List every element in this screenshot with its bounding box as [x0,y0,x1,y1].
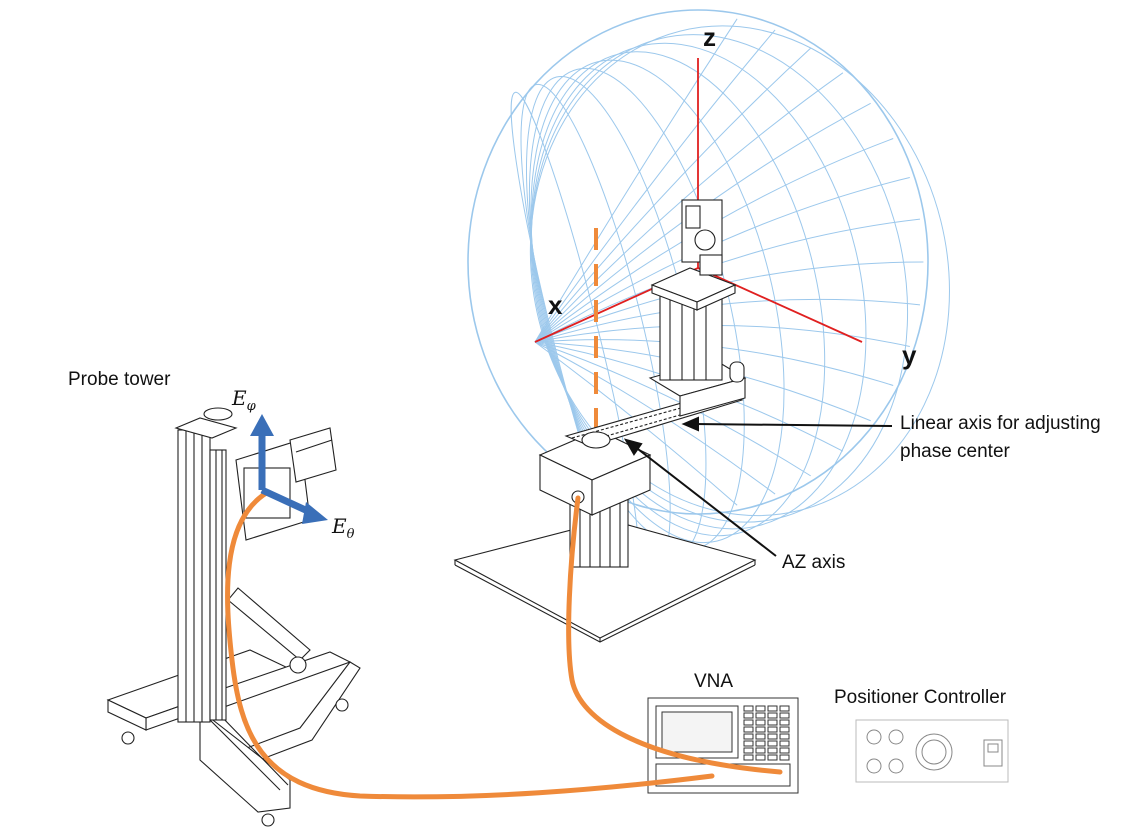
vna-key [743,747,754,754]
vna-label: VNA [694,671,734,692]
e-phi-arrowhead [250,414,274,436]
probe-tower-label: Probe tower [68,369,171,390]
vna-key [767,754,778,761]
y-axis-line [697,267,863,343]
z-axis-label: z [703,22,716,52]
vna-key [767,747,778,754]
vna-key [779,747,790,754]
vna-key [767,705,778,712]
vna-key [755,754,766,761]
sphere-parallel [534,218,921,343]
x-axis-label: x [548,290,563,320]
e-theta-subscript: θ [346,527,355,542]
vna-instrument [647,697,799,794]
probe-tower [106,407,361,827]
vna-key [779,740,790,747]
e-theta-arrow-shaft [260,486,314,517]
vna-key [755,712,766,719]
vna-key [779,726,790,733]
positioner [453,199,757,643]
vna-key [779,719,790,726]
e-theta-arrowhead [302,502,328,524]
linear-axis-label-line2: phase center [900,441,1010,462]
vna-key [755,733,766,740]
sphere-parallel [534,341,811,477]
vna-key [767,740,778,747]
vna-key [743,719,754,726]
rf-cables [225,489,783,800]
linear-axis-leader [693,423,893,427]
positioner-controller-label: Positioner Controller [834,687,1007,708]
sphere-meridian [530,34,909,523]
vna-key [779,733,790,740]
vna-key [767,733,778,740]
leader-lines [623,416,893,557]
e-phi-base: E [232,386,247,410]
e-phi-subscript: φ [246,399,256,414]
sphere-meridian [529,25,950,517]
vna-key [755,705,766,712]
vna-key [743,712,754,719]
vna-key [755,740,766,747]
az-axis-leader [633,445,777,557]
vna-key [743,740,754,747]
az-axis-label: AZ axis [782,552,846,573]
vna-key [743,726,754,733]
e-theta-base: E [332,514,347,538]
vna-key [755,726,766,733]
cable-positioner-to-vna [566,495,783,775]
sphere-meridian [530,42,867,530]
cable-probe-to-vna [225,489,715,800]
vna-key [767,712,778,719]
linear-axis-label-line1: Linear axis for adjusting [900,413,1101,434]
vna-key [755,747,766,754]
sphere-parallel [534,72,844,343]
sphere-parallel [534,298,921,343]
sphere-parallel [534,18,738,343]
y-axis-label: y [902,340,917,370]
vna-key [743,733,754,740]
vna-key [779,712,790,719]
vna-key [755,719,766,726]
vna-key [767,726,778,733]
positioner-controller-unit [855,719,1009,783]
vna-key [767,719,778,726]
sphere-parallel [534,47,812,343]
e-theta-label: Eθ [332,514,354,542]
vna-key [779,754,790,761]
field-vectors [250,414,328,524]
vna-key [779,705,790,712]
sphere-parallel [534,29,776,343]
vna-key [743,754,754,761]
e-phi-label: Eφ [232,386,256,414]
vna-key [743,705,754,712]
